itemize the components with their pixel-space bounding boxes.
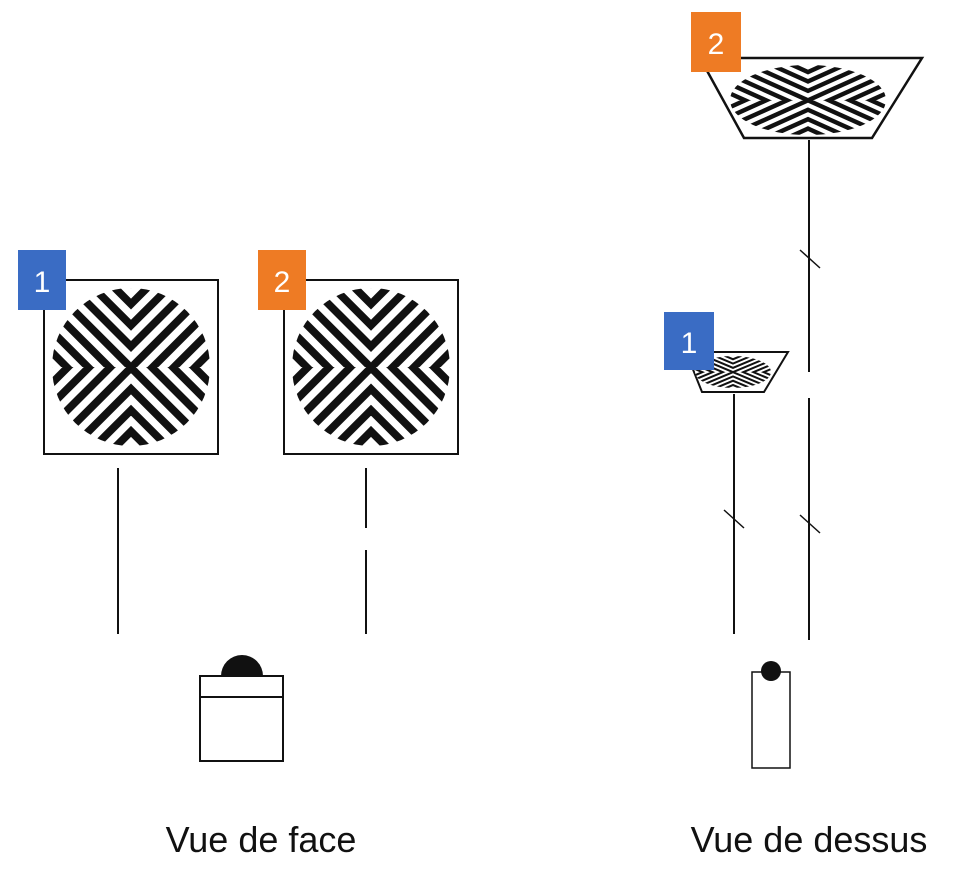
- badge-2-label: 2: [708, 28, 725, 61]
- badge-1-front: 1: [18, 250, 66, 310]
- caption-front-view: Vue de face: [166, 819, 357, 860]
- front-stimulus-2: [283, 279, 459, 455]
- circular-striped-pattern-icon: [52, 288, 210, 446]
- break-mark-icon: [799, 514, 821, 534]
- badge-2-top: 2: [691, 12, 741, 72]
- badge-2-front: 2: [258, 250, 306, 310]
- badge-1-label: 1: [681, 327, 698, 360]
- circular-striped-pattern-icon: [730, 64, 886, 136]
- circular-striped-pattern-icon: [292, 288, 450, 446]
- break-mark-icon: [799, 249, 821, 269]
- top-stimulus-2: [697, 56, 925, 140]
- person-icon: [199, 655, 284, 762]
- caption-top-view: Vue de dessus: [691, 819, 928, 860]
- break-mark-icon: [723, 509, 745, 529]
- front-stimulus-1: [43, 279, 219, 455]
- badge-1-top: 1: [664, 312, 714, 370]
- badge-2-label: 2: [274, 266, 291, 299]
- badge-1-label: 1: [34, 266, 51, 299]
- person-icon: [751, 661, 791, 769]
